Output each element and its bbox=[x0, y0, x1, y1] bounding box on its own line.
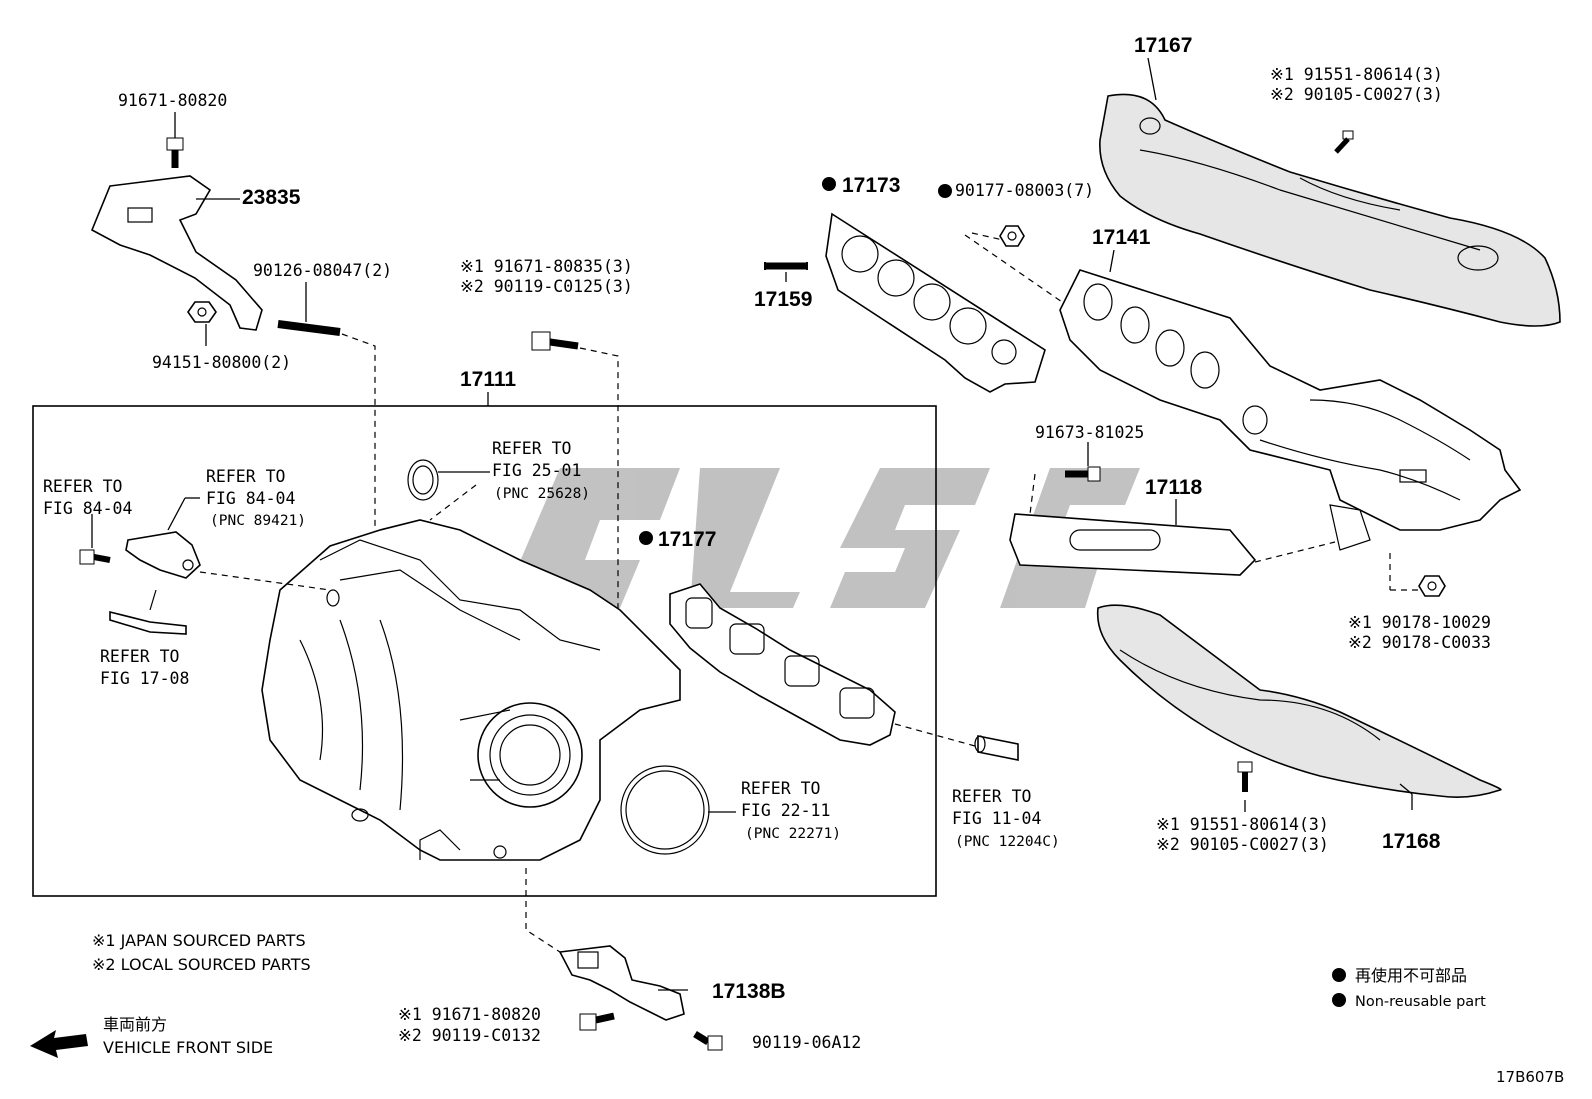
nut-icon bbox=[999, 225, 1025, 247]
part-number-17177[interactable]: 17177 bbox=[658, 528, 716, 551]
part-number-94151[interactable]: 94151-80800(2) bbox=[152, 353, 291, 372]
svg-text:FIG 25-01: FIG 25-01 bbox=[492, 461, 581, 480]
vehicle-front-en: VEHICLE FRONT SIDE bbox=[103, 1038, 273, 1057]
bolt-icon bbox=[1065, 466, 1101, 482]
svg-text:REFER TO: REFER TO bbox=[952, 787, 1031, 806]
sensor-icon bbox=[125, 497, 201, 579]
part-number-90119-06a12[interactable]: 90119-06A12 bbox=[752, 1033, 861, 1052]
note-japan-sourced: ※1 JAPAN SOURCED PARTS bbox=[92, 931, 306, 950]
bolt-icon bbox=[693, 1031, 723, 1051]
part-number-90178-note2[interactable]: ※2 90178-C0033 bbox=[1348, 633, 1491, 652]
bracket-17118 bbox=[1009, 513, 1336, 576]
nut-icon bbox=[1418, 575, 1446, 597]
part-number-17168[interactable]: 17168 bbox=[1382, 830, 1441, 853]
bolt-icon bbox=[79, 549, 111, 565]
part-number-17111[interactable]: 17111 bbox=[460, 368, 516, 391]
svg-text:FIG 17-08: FIG 17-08 bbox=[100, 669, 189, 688]
non-reusable-dot-icon bbox=[1332, 993, 1346, 1007]
stud-bolt-icon bbox=[277, 320, 341, 336]
bolt-icon bbox=[1237, 761, 1253, 792]
assembly-group-box bbox=[32, 405, 937, 897]
part-number-23835[interactable]: 23835 bbox=[242, 186, 301, 209]
part-number-90177[interactable]: 90177-08003(7) bbox=[955, 181, 1094, 200]
reference-fig-84-04-b[interactable]: REFER TO FIG 84-04 (PNC 89421) bbox=[206, 467, 306, 529]
part-number-17138B[interactable]: 17138B bbox=[712, 980, 786, 1003]
nut-icon bbox=[187, 301, 217, 323]
bracket-23835 bbox=[90, 175, 263, 331]
svg-text:(PNC 89421): (PNC 89421) bbox=[210, 513, 306, 529]
svg-text:(PNC 22271): (PNC 22271) bbox=[745, 826, 841, 842]
svg-text:FIG 11-04: FIG 11-04 bbox=[952, 809, 1041, 828]
non-reusable-dot-icon bbox=[639, 531, 653, 545]
svg-text:REFER TO: REFER TO bbox=[206, 467, 285, 486]
svg-text:(PNC 25628): (PNC 25628) bbox=[494, 486, 590, 502]
part-number-17167-note1[interactable]: ※1 91551-80614(3) bbox=[1270, 65, 1443, 84]
part-number-90126[interactable]: 90126-08047(2) bbox=[253, 261, 392, 280]
part-number-90119-c0132[interactable]: ※2 90119-C0132 bbox=[398, 1026, 541, 1045]
note-local-sourced: ※2 LOCAL SOURCED PARTS bbox=[92, 955, 311, 974]
reference-fig-11-04[interactable]: REFER TO FIG 11-04 (PNC 12204C) bbox=[952, 787, 1060, 850]
bolt-icon bbox=[1334, 130, 1354, 154]
reference-fig-17-08[interactable]: REFER TO FIG 17-08 bbox=[100, 647, 189, 688]
bracket-17138B bbox=[558, 945, 685, 1021]
part-number-91671-80820-top[interactable]: 91671-80820 bbox=[118, 91, 227, 110]
bolt-icon bbox=[579, 1012, 615, 1031]
vehicle-front-jp: 車両前方 bbox=[103, 1015, 167, 1034]
svg-text:REFER TO: REFER TO bbox=[43, 477, 122, 496]
heat-insulator-17168 bbox=[1096, 604, 1502, 798]
part-number-91671-80835[interactable]: ※1 91671-80835(3) bbox=[460, 257, 633, 276]
svg-text:FIG 22-11: FIG 22-11 bbox=[741, 801, 830, 820]
pcv-valve-icon bbox=[974, 735, 1019, 761]
vehicle-front-arrow-icon bbox=[30, 1030, 88, 1058]
heat-insulator-17167 bbox=[1099, 93, 1561, 327]
part-number-17118[interactable]: 17118 bbox=[1145, 476, 1203, 499]
svg-text:FIG 84-04: FIG 84-04 bbox=[206, 489, 295, 508]
legend-non-reusable-jp: 再使用不可部品 bbox=[1355, 966, 1467, 985]
part-number-17159[interactable]: 17159 bbox=[754, 288, 812, 311]
reference-fig-22-11[interactable]: REFER TO FIG 22-11 (PNC 22271) bbox=[741, 779, 841, 842]
part-number-17168-note2[interactable]: ※2 90105-C0027(3) bbox=[1156, 835, 1329, 854]
reference-fig-25-01[interactable]: REFER TO FIG 25-01 (PNC 25628) bbox=[492, 439, 590, 502]
svg-text:REFER TO: REFER TO bbox=[100, 647, 179, 666]
part-number-17141[interactable]: 17141 bbox=[1092, 226, 1151, 249]
part-number-17173[interactable]: 17173 bbox=[842, 174, 900, 197]
bolt-icon bbox=[531, 331, 579, 351]
part-number-90178-note1[interactable]: ※1 90178-10029 bbox=[1348, 613, 1491, 632]
part-number-17167-note2[interactable]: ※2 90105-C0027(3) bbox=[1270, 85, 1443, 104]
bolt-icon bbox=[166, 137, 184, 168]
reference-fig-84-04-a[interactable]: REFER TO FIG 84-04 bbox=[43, 477, 132, 518]
part-number-90119-c0125[interactable]: ※2 90119-C0125(3) bbox=[460, 277, 633, 296]
legend-non-reusable-en: Non-reusable part bbox=[1355, 994, 1486, 1010]
svg-text:(PNC 12204C): (PNC 12204C) bbox=[955, 834, 1060, 850]
non-reusable-dot-icon bbox=[822, 177, 836, 191]
intake-manifold-17111 bbox=[261, 519, 681, 861]
intake-gasket-17177 bbox=[669, 583, 896, 746]
svg-text:FIG 84-04: FIG 84-04 bbox=[43, 499, 132, 518]
exhaust-manifold-17141 bbox=[1059, 269, 1522, 551]
hose-icon bbox=[109, 589, 187, 635]
throttle-gasket-ring bbox=[620, 765, 710, 855]
svg-text:REFER TO: REFER TO bbox=[492, 439, 571, 458]
diagram-id: 17B607B bbox=[1496, 1068, 1564, 1086]
part-number-17168-note1[interactable]: ※1 91551-80614(3) bbox=[1156, 815, 1329, 834]
o-ring-icon bbox=[407, 459, 439, 501]
stud-bolt-17159 bbox=[764, 261, 808, 271]
part-number-17167[interactable]: 17167 bbox=[1134, 34, 1192, 57]
non-reusable-dot-icon bbox=[1332, 968, 1346, 982]
exhaust-gasket-17173 bbox=[825, 212, 1046, 393]
svg-text:REFER TO: REFER TO bbox=[741, 779, 820, 798]
part-number-91673[interactable]: 91673-81025 bbox=[1035, 423, 1144, 442]
non-reusable-dot-icon bbox=[938, 184, 952, 198]
part-number-91671-80820-bottom[interactable]: ※1 91671-80820 bbox=[398, 1005, 541, 1024]
